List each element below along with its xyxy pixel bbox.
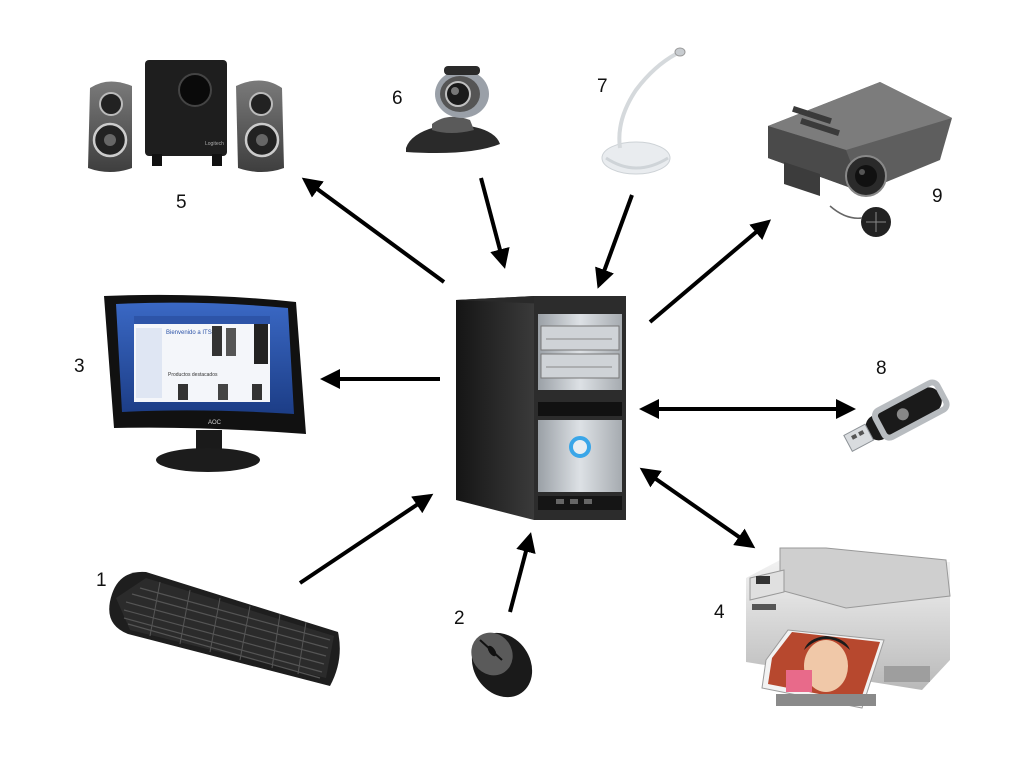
monitor-brand-text: AOC <box>208 420 222 426</box>
arrow-webcam-to-pc <box>479 177 510 269</box>
label-1-keyboard: 1 <box>96 570 107 591</box>
label-4-printer: 4 <box>714 602 725 623</box>
mouse-image <box>471 632 533 698</box>
arrow-keyboard-to-pc <box>298 493 434 585</box>
arrow-mouse-to-pc <box>508 532 536 613</box>
computer-tower <box>456 296 626 520</box>
usb-drive-image <box>843 379 950 453</box>
connection-arrows <box>298 177 856 613</box>
arrow-pc-printer <box>639 467 756 549</box>
label-2-mouse: 2 <box>454 608 465 629</box>
speakers-image: Logitech <box>88 60 284 172</box>
printer-image <box>746 547 951 709</box>
label-6-webcam: 6 <box>392 88 403 109</box>
label-9-projector: 9 <box>932 186 943 207</box>
webcam-image <box>406 66 500 153</box>
arrow-pc-to-projector <box>648 219 772 324</box>
screen-headline: Bienvenido a ITS <box>166 330 212 336</box>
label-3-monitor: 3 <box>74 356 85 377</box>
keyboard-image <box>109 571 340 686</box>
label-8-usb-drive: 8 <box>876 358 887 379</box>
arrow-microphone-to-pc <box>595 194 634 289</box>
projector-image <box>768 82 952 237</box>
monitor-image: Bienvenido a ITS Productos destacados AO… <box>104 294 306 472</box>
microphone-image <box>601 47 686 175</box>
label-5-speakers: 5 <box>176 192 187 213</box>
power-button-icon <box>569 436 591 458</box>
screen-section-title: Productos destacados <box>168 372 218 378</box>
arrow-pc-to-speakers <box>301 177 446 284</box>
label-7-microphone: 7 <box>597 76 608 97</box>
speakers-brand-text: Logitech <box>205 141 224 147</box>
